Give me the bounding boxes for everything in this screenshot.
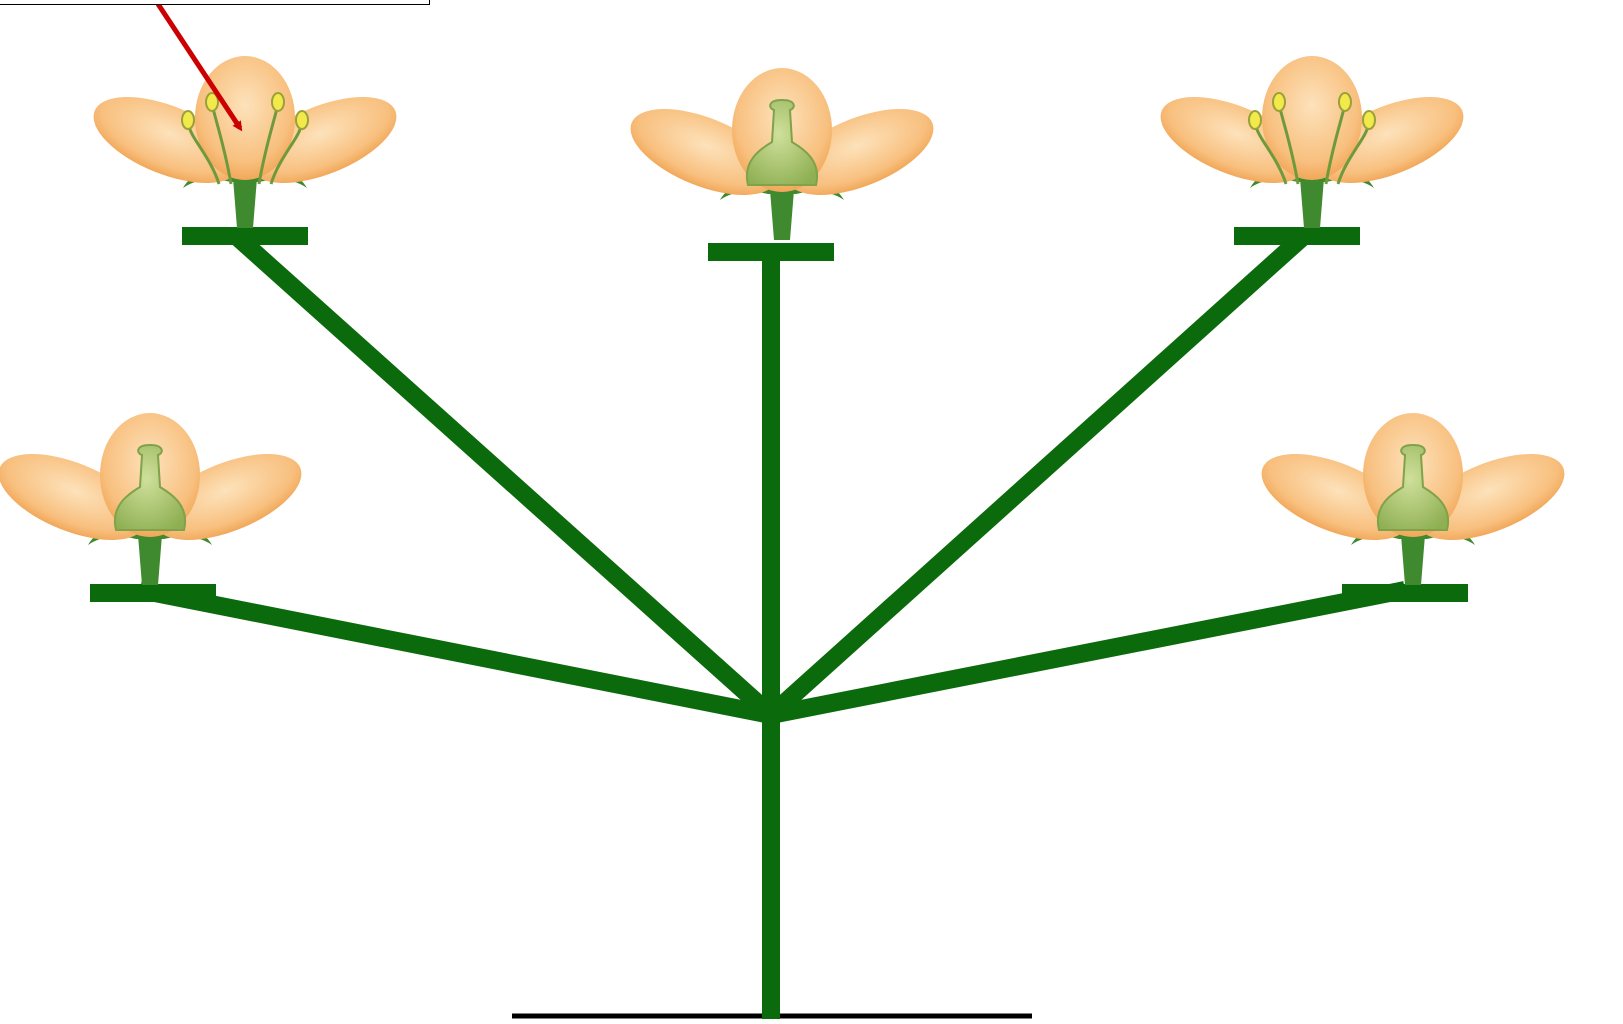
flower-top-center	[619, 68, 945, 240]
flower-top-right	[1149, 56, 1475, 228]
flower-mid-left	[0, 413, 313, 585]
branch-top-right	[771, 235, 1305, 715]
branch-mid-right	[771, 590, 1405, 715]
branch-mid-left	[140, 590, 771, 715]
flower-mid-right	[1250, 413, 1576, 585]
stem-branches	[90, 235, 1468, 1019]
branch-top-left	[235, 235, 771, 715]
label-box	[0, 0, 430, 5]
flower-top-left	[82, 56, 408, 228]
